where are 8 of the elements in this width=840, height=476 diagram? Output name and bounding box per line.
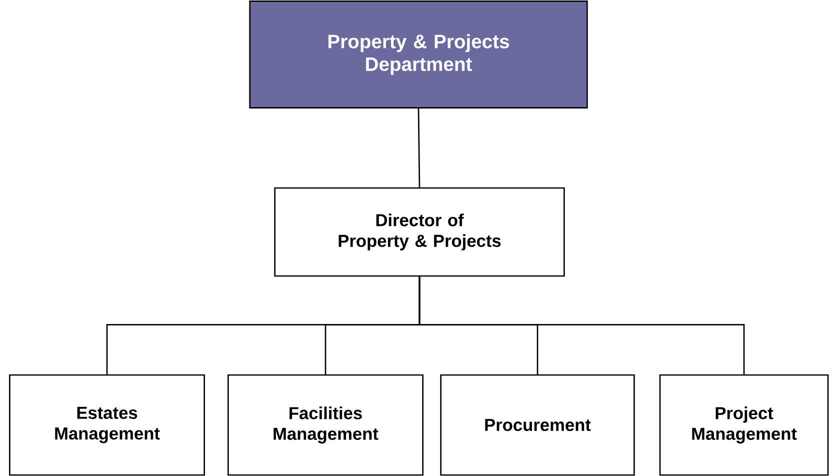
org-box: Facilities Management	[228, 374, 424, 476]
connector-line	[418, 108, 420, 188]
org-box: Procurement	[440, 374, 635, 476]
org-box: Property & Projects Department	[249, 0, 588, 108]
connector-line	[418, 276, 745, 374]
org-box: Project Management	[659, 374, 829, 476]
org-box: Estates Management	[9, 374, 205, 476]
org-box: Director of Property & Projects	[274, 187, 565, 277]
